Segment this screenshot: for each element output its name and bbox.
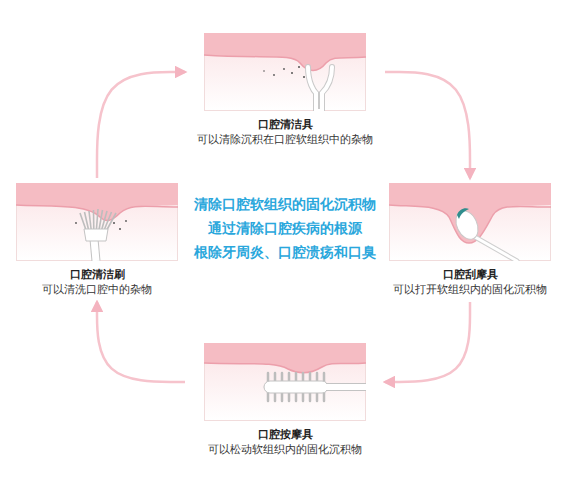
statement-line: 清除口腔软组织的固化沉积物 bbox=[180, 192, 390, 216]
tool-panel: 口腔按摩具可以松动软组织内的固化沉积物 bbox=[190, 343, 380, 457]
tool-panel: 口腔刮摩具可以打开软组织内的固化沉积物 bbox=[375, 183, 565, 297]
center-statement: 清除口腔软组织的固化沉积物通过清除口腔疾病的根源根除牙周炎、口腔溃疡和口臭 bbox=[180, 192, 390, 264]
tool-panel: 口腔清洁具可以清除沉积在口腔软组织中的杂物 bbox=[190, 33, 380, 147]
cycle-arrow bbox=[97, 72, 185, 178]
tool-illustration bbox=[389, 183, 551, 261]
cycle-arrow bbox=[385, 302, 470, 382]
tool-name: 口腔按摩具 bbox=[190, 427, 380, 442]
tool-description: 可以松动软组织内的固化沉积物 bbox=[190, 442, 380, 457]
tool-name: 口腔清洁具 bbox=[190, 117, 380, 132]
tool-panel: 口腔清洁刷可以清洗口腔中的杂物 bbox=[2, 183, 192, 297]
statement-line: 通过清除口腔疾病的根源 bbox=[180, 216, 390, 240]
tool-illustration bbox=[16, 183, 178, 261]
tool-illustration bbox=[204, 33, 366, 111]
tool-name: 口腔刮摩具 bbox=[375, 267, 565, 282]
statement-line: 根除牙周炎、口腔溃疡和口臭 bbox=[180, 240, 390, 264]
tool-description: 可以清除沉积在口腔软组织中的杂物 bbox=[190, 132, 380, 147]
cycle-arrow bbox=[385, 72, 470, 178]
cycle-arrow bbox=[97, 302, 185, 382]
tool-description: 可以打开软组织内的固化沉积物 bbox=[375, 282, 565, 297]
tool-description: 可以清洗口腔中的杂物 bbox=[2, 282, 192, 297]
tool-name: 口腔清洁刷 bbox=[2, 267, 192, 282]
tool-illustration bbox=[204, 343, 366, 421]
